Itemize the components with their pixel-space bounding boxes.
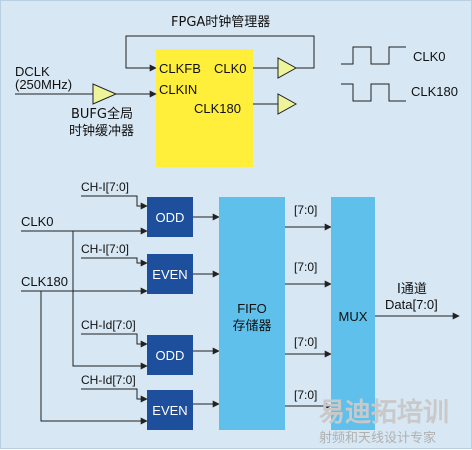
feedback-wire [125, 35, 315, 72]
fifo-label: FIFO [237, 301, 267, 316]
clk0-branch-wire [72, 231, 148, 370]
pin-clkfb: CLKFB [159, 61, 201, 76]
ch-input-1-label: CH-I[7:0] [81, 180, 129, 194]
mux-label: MUX [339, 309, 368, 324]
bus-3-label: [7:0] [294, 335, 317, 349]
even-block-2 [147, 390, 193, 430]
even-block-2-label: EVEN [152, 403, 187, 418]
clk180-in-label: CLK180 [21, 274, 68, 289]
bus-4-label: [7:0] [294, 388, 317, 402]
clk180-branch-wire [40, 291, 148, 425]
pin-clkin: CLKIN [159, 82, 197, 97]
odd-block-2-label: ODD [156, 348, 185, 363]
clk0-waveform [341, 46, 406, 65]
ch-input-1-wire [81, 195, 148, 210]
fpga-title: FPGA时钟管理器 [171, 14, 270, 30]
odd-block-2 [147, 335, 193, 375]
clk180-buffer-icon [277, 93, 298, 115]
ch-input-4-label: CH-Id[7:0] [81, 373, 136, 387]
fifo-block [219, 197, 285, 430]
odd-block-1-label: ODD [156, 210, 185, 225]
bufg-buffer-icon [92, 83, 118, 105]
clk180-out-label: CLK180 [411, 84, 458, 99]
clk0-in-label: CLK0 [21, 214, 54, 229]
dclk-label: DCLK [15, 64, 50, 79]
clk180-waveform [341, 83, 406, 102]
pin-clk0: CLK0 [214, 61, 247, 76]
mux-block [331, 197, 375, 430]
output-label-1: I通道 [397, 282, 427, 297]
odd-block-1 [147, 197, 193, 237]
even-block-1-label: EVEN [152, 267, 187, 282]
bus-1-label: [7:0] [294, 203, 317, 217]
fifo-label-cn: 存储器 [232, 319, 271, 334]
clk0-buffer-icon [277, 57, 298, 79]
clk0-out-label: CLK0 [413, 49, 446, 64]
watermark-logo-text: 易迪拓培训 [319, 398, 449, 428]
bufg-label-1: BUFG全局 [71, 106, 133, 122]
pin-clk180: CLK180 [194, 101, 241, 116]
ch-input-3-label: CH-Id[7:0] [81, 318, 136, 332]
ch-input-2-wire [81, 257, 148, 267]
output-label-2: Data[7:0] [385, 297, 438, 312]
dclk-freq: (250MHz) [15, 77, 72, 92]
watermark-subtitle: 射频和天线设计专家 [319, 430, 436, 446]
ch-input-3-wire [81, 333, 148, 348]
ch-input-4-wire [81, 388, 148, 403]
bus-2-label: [7:0] [294, 260, 317, 274]
ch-input-2-label: CH-I[7:0] [81, 242, 129, 256]
dcm-block [156, 49, 253, 167]
even-block-1 [147, 254, 193, 294]
bufg-label-2: 时钟缓冲器 [69, 123, 134, 139]
